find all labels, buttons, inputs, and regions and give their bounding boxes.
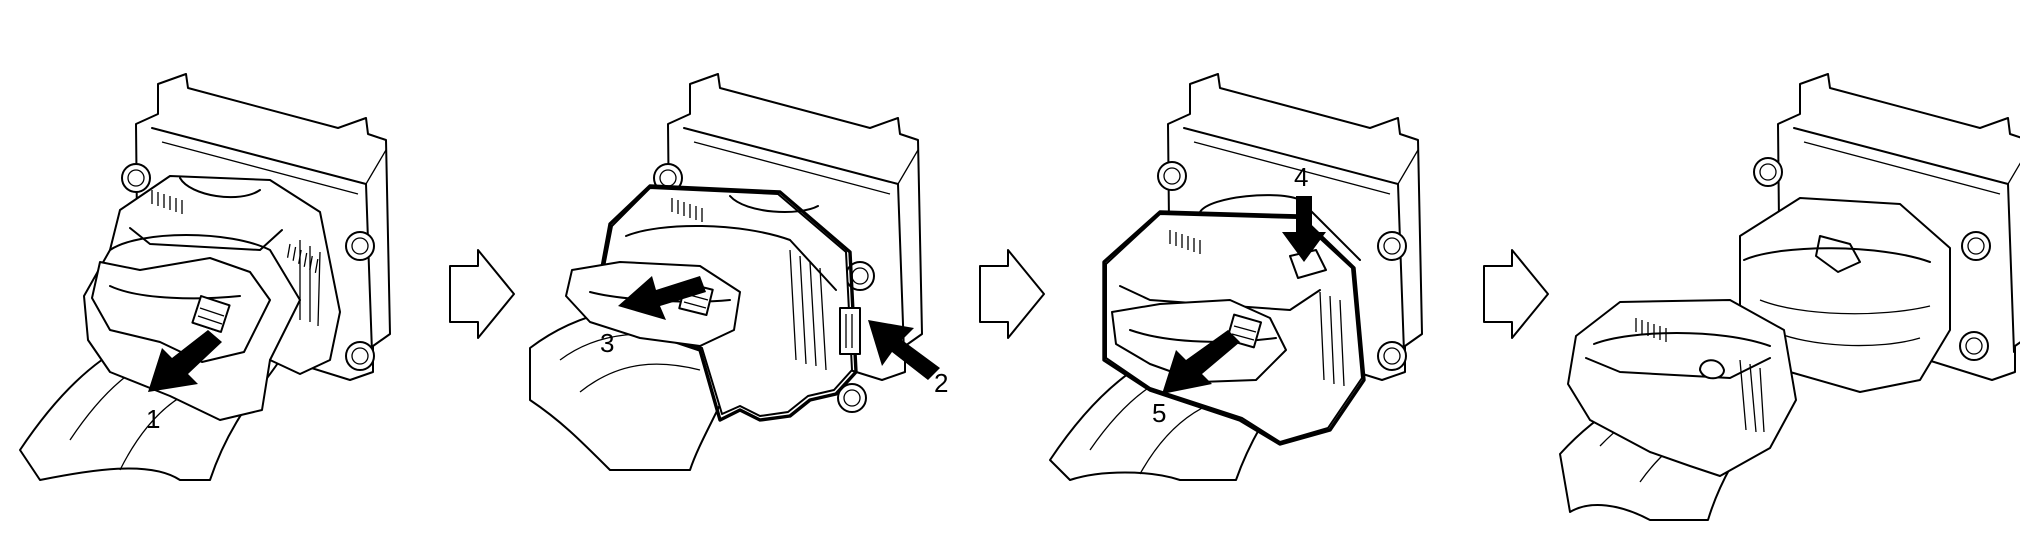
panel-3: 4 5 bbox=[1049, 73, 1423, 481]
solid-push-arrow-icon bbox=[148, 330, 222, 392]
connector-housing bbox=[83, 175, 341, 421]
connector-housing bbox=[565, 184, 861, 422]
step-label-4: 4 bbox=[1294, 162, 1308, 192]
step-label-2: 2 bbox=[934, 368, 948, 398]
solid-push-arrow-icon bbox=[1162, 330, 1240, 394]
panel-2: 3 2 bbox=[529, 73, 948, 471]
panel-1: 1 bbox=[19, 73, 391, 481]
connector-housing bbox=[1567, 299, 1797, 477]
solid-push-arrow-icon bbox=[868, 320, 940, 380]
solid-push-arrow-icon bbox=[618, 276, 706, 320]
hollow-right-arrow-icon bbox=[1483, 249, 1549, 339]
step-label-1: 1 bbox=[146, 404, 160, 434]
hollow-right-arrow-icon bbox=[979, 249, 1045, 339]
hollow-right-arrow-icon bbox=[449, 249, 515, 339]
solid-push-arrow-icon bbox=[1282, 196, 1326, 262]
panel-4 bbox=[1559, 73, 2020, 521]
step-label-3: 3 bbox=[600, 328, 614, 358]
step-label-5: 5 bbox=[1152, 398, 1166, 428]
